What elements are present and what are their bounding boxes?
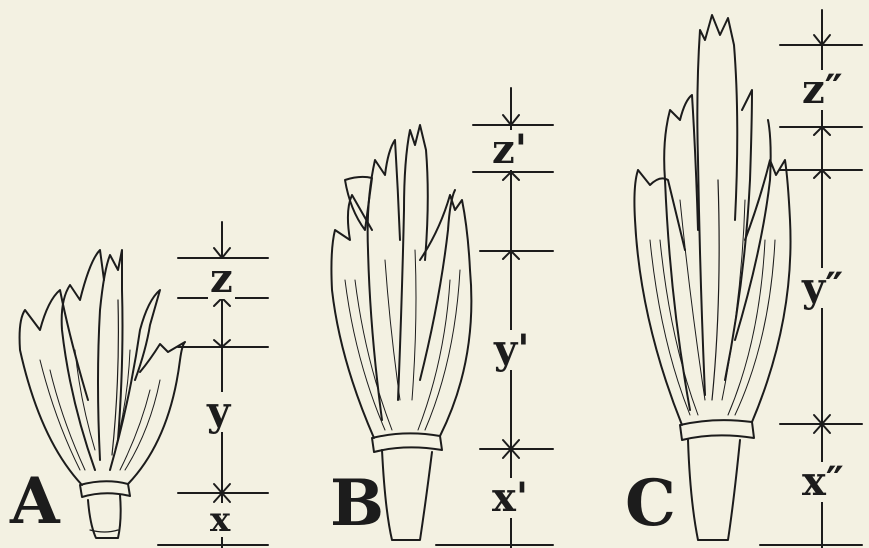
segment-label-a-y: y (205, 392, 232, 432)
panel-label-b: B (330, 472, 384, 536)
segment-label-b-z: z' (490, 130, 529, 170)
segment-label-c-x: x″ (800, 462, 846, 502)
panel-label-c: C (625, 472, 676, 536)
panel-label-a: A (10, 470, 60, 534)
segment-label-a-z: z (208, 259, 235, 299)
segment-label-c-z: z″ (800, 70, 845, 110)
segment-label-b-y: y' (492, 330, 532, 370)
segment-label-c-y: y″ (800, 268, 845, 308)
segment-label-b-x: x' (490, 478, 530, 518)
segment-label-a-x: x (208, 503, 232, 537)
spikelet-c-drawing (634, 15, 790, 540)
